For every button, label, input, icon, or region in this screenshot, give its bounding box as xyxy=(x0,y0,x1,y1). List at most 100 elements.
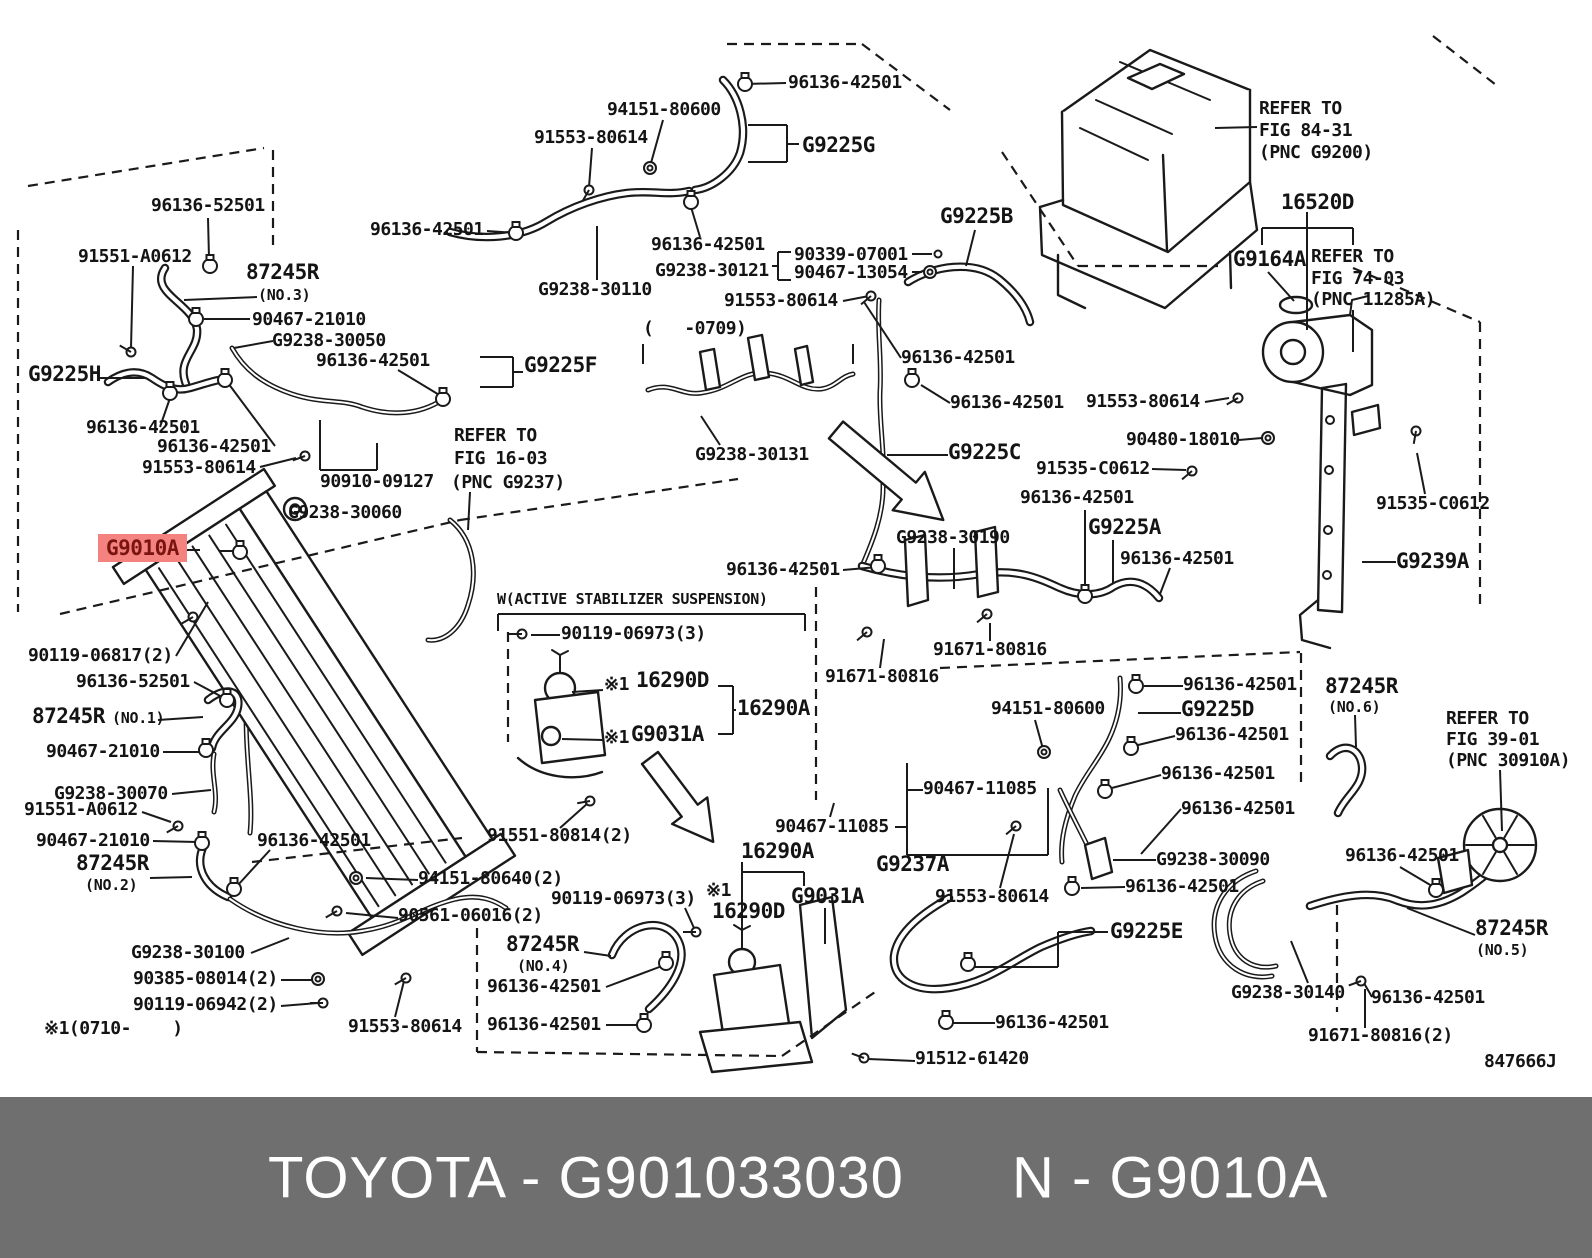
part-label[interactable]: 91553-80614 xyxy=(534,127,648,148)
part-label[interactable]: 91535-C0612 xyxy=(1036,458,1150,479)
part-label[interactable]: 90385-08014(2) xyxy=(133,968,278,989)
hose-clamp-icon xyxy=(226,881,242,897)
part-label[interactable]: 87245R xyxy=(1325,674,1398,698)
part-label[interactable]: 90119-06973(3) xyxy=(551,888,696,909)
part-label[interactable]: G9225D xyxy=(1181,697,1254,721)
part-label[interactable]: 96136-42501 xyxy=(726,559,840,580)
hose-clamp-icon xyxy=(963,952,973,959)
part-label[interactable]: 91671-80816 xyxy=(933,639,1047,660)
part-label[interactable]: G9225B xyxy=(940,204,1013,228)
part-label[interactable]: 87245R xyxy=(76,851,149,875)
part-label[interactable]: 16290D xyxy=(636,668,709,692)
part-label[interactable]: 96136-42501 xyxy=(487,976,601,997)
part-label[interactable]: 94151-80600 xyxy=(991,698,1105,719)
part-label[interactable]: 96136-52501 xyxy=(76,671,190,692)
part-label[interactable]: G9238-30050 xyxy=(272,330,386,351)
part-label[interactable]: 90910-09127 xyxy=(320,471,434,492)
part-label[interactable]: G9225A xyxy=(1088,515,1161,539)
inverter-unit xyxy=(1038,48,1259,310)
part-label[interactable]: 87245R xyxy=(506,932,579,956)
part-label[interactable]: 91671-80816 xyxy=(825,666,939,687)
part-label[interactable]: G9225G xyxy=(802,133,875,157)
part-label[interactable]: G9238-30121 xyxy=(655,260,769,281)
part-label[interactable]: G9238-30131 xyxy=(695,444,809,465)
part-label[interactable]: 96136-42501 xyxy=(1175,724,1289,745)
part-label[interactable]: 90339-07001 xyxy=(794,244,908,265)
o-ring-icon xyxy=(933,249,943,259)
part-label[interactable]: 94151-80600 xyxy=(607,99,721,120)
part-label[interactable]: 96136-42501 xyxy=(1345,845,1459,866)
part-label[interactable]: G9238-30090 xyxy=(1156,849,1270,870)
part-label[interactable]: 90561-06016(2) xyxy=(398,905,543,926)
part-label[interactable]: 96136-42501 xyxy=(86,417,200,438)
part-label[interactable]: 96136-42501 xyxy=(788,72,902,93)
part-label[interactable]: G9238-30110 xyxy=(538,279,652,300)
part-label[interactable]: 91553-80614 xyxy=(724,290,838,311)
part-label[interactable]: 96136-42501 xyxy=(901,347,1015,368)
part-label[interactable]: G9225C xyxy=(948,440,1021,464)
part-label[interactable]: 87245R xyxy=(32,704,105,728)
part-label[interactable]: 16290A xyxy=(741,839,814,863)
part-label[interactable]: 96136-42501 xyxy=(1181,798,1295,819)
part-label[interactable]: 94151-80640(2) xyxy=(418,868,563,889)
part-label[interactable]: G9225H xyxy=(28,362,101,386)
part-label[interactable]: 87245R xyxy=(246,260,319,284)
part-label[interactable]: 16520D xyxy=(1281,190,1354,214)
part-label[interactable]: G9238-30190 xyxy=(896,527,1010,548)
part-label[interactable]: G9238-30100 xyxy=(131,942,245,963)
part-label[interactable]: 90467-21010 xyxy=(36,830,150,851)
part-label[interactable]: 96136-52501 xyxy=(151,195,265,216)
hose-clamp-icon xyxy=(165,381,175,388)
part-label[interactable]: G9238-30140 xyxy=(1231,982,1345,1003)
part-label[interactable]: 91551-A0612 xyxy=(24,799,138,820)
part-label[interactable]: 90467-21010 xyxy=(252,309,366,330)
part-label[interactable]: 91535-C0612 xyxy=(1376,493,1490,514)
part-label[interactable]: 96136-42501 xyxy=(950,392,1064,413)
part-label[interactable]: 96136-42501 xyxy=(316,350,430,371)
part-label[interactable]: 96136-42501 xyxy=(651,234,765,255)
part-label[interactable]: 91512-61420 xyxy=(915,1048,1029,1069)
part-label[interactable]: 96136-42501 xyxy=(257,830,371,851)
part-label[interactable]: 96136-42501 xyxy=(370,219,484,240)
part-label[interactable]: 96136-42501 xyxy=(1020,487,1134,508)
part-label[interactable]: 91553-80614 xyxy=(348,1016,462,1037)
part-label[interactable]: 90119-06817(2) xyxy=(28,645,173,666)
part-label[interactable]: G9031A xyxy=(631,722,704,746)
part-label[interactable]: 91553-80614 xyxy=(935,886,1049,907)
part-label[interactable]: G9239A xyxy=(1396,549,1469,573)
part-label[interactable]: 91553-80614 xyxy=(142,457,256,478)
part-label[interactable]: 91553-80614 xyxy=(1086,391,1200,412)
part-label[interactable]: 90119-06942(2) xyxy=(133,994,278,1015)
part-label[interactable]: 91551-A0612 xyxy=(78,246,192,267)
part-label[interactable]: 96136-42501 xyxy=(1120,548,1234,569)
diagram-note: (NO.3) xyxy=(258,286,311,304)
part-label-highlighted[interactable]: G9010A xyxy=(98,534,187,563)
part-label[interactable]: G9237A xyxy=(876,852,949,876)
part-label[interactable]: 90119-06973(3) xyxy=(561,623,706,644)
part-label[interactable]: 96136-42501 xyxy=(487,1014,601,1035)
part-label[interactable]: 90467-11085 xyxy=(775,816,889,837)
part-label[interactable]: 91671-80816(2) xyxy=(1308,1025,1453,1046)
part-label[interactable]: G9238-30070 xyxy=(54,783,168,804)
hose-clamp-icon xyxy=(639,1013,649,1020)
part-label[interactable]: 96136-42501 xyxy=(995,1012,1109,1033)
part-label[interactable]: 96136-42501 xyxy=(1371,987,1485,1008)
part-label[interactable]: 96136-42501 xyxy=(157,436,271,457)
part-label[interactable]: 87245R xyxy=(1475,916,1548,940)
part-label[interactable]: 91551-80814(2) xyxy=(487,825,632,846)
part-label[interactable]: 16290A xyxy=(737,696,810,720)
part-label[interactable]: G9225E xyxy=(1110,919,1183,943)
part-label[interactable]: 96136-42501 xyxy=(1161,763,1275,784)
part-label[interactable]: G9225F xyxy=(524,353,597,377)
hose-clamp-icon xyxy=(740,72,750,79)
part-label[interactable]: 90467-21010 xyxy=(46,741,160,762)
part-label[interactable]: 96136-42501 xyxy=(1183,674,1297,695)
part-label[interactable]: 96136-42501 xyxy=(1125,876,1239,897)
part-label[interactable]: 16290D xyxy=(712,899,785,923)
part-label[interactable]: G9164A xyxy=(1233,247,1306,271)
part-label[interactable]: G9031A xyxy=(791,884,864,908)
part-label[interactable]: 90480-18010 xyxy=(1126,429,1240,450)
part-label[interactable]: 90467-11085 xyxy=(923,778,1037,799)
part-label[interactable]: G9238-30060 xyxy=(288,502,402,523)
part-label[interactable]: 90467-13054 xyxy=(794,262,908,283)
